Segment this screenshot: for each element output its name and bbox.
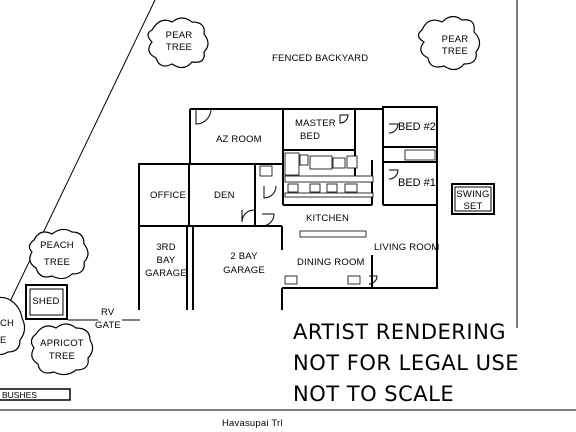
az-room-label: AZ ROOM <box>216 134 262 145</box>
door-swings <box>195 108 399 285</box>
peach-tree-partial-line1: CH <box>0 318 14 329</box>
peach-tree-line1: PEACH <box>40 240 74 251</box>
room-labels: AZ ROOM MASTER BED BED #2 BED #1 OFFICE … <box>145 118 439 279</box>
peach-tree-line2: TREE <box>44 257 70 268</box>
bay2-garage-line2: GARAGE <box>223 265 265 276</box>
peach-tree-partial-line2: E <box>0 335 7 346</box>
den-label: DEN <box>214 190 235 201</box>
living-room-label: LIVING ROOM <box>374 242 440 253</box>
fenced-backyard-label: FENCED BACKYARD <box>272 53 368 64</box>
bay3-garage-line3: GARAGE <box>145 268 187 279</box>
swing-set-line1: SWING <box>456 189 489 200</box>
bay2-garage-line1: 2 BAY <box>230 251 258 262</box>
dining-room-label: DINING ROOM <box>297 257 365 268</box>
disclaimer-line1: ARTIST RENDERING <box>293 320 506 344</box>
bushes-label: BUSHES <box>2 390 37 400</box>
peach-tree-partial: CH E <box>0 296 26 356</box>
fixtures <box>259 149 436 285</box>
disclaimer-line3: NOT TO SCALE <box>293 382 454 406</box>
master-bed-line1: MASTER <box>295 118 336 129</box>
shed: SHED <box>25 284 68 320</box>
bed2-label: BED #2 <box>398 121 436 133</box>
kitchen-label: KITCHEN <box>306 213 349 224</box>
master-bed-line2: BED <box>300 131 320 142</box>
apricot-tree-line1: APRICOT <box>40 338 84 349</box>
swing-set: SWING SET <box>451 183 495 215</box>
apricot-tree: APRICOT TREE <box>30 323 94 376</box>
house-walls <box>138 106 438 310</box>
apricot-tree-line2: TREE <box>49 351 75 362</box>
street-label: Havasupai Trl <box>222 418 283 429</box>
bay3-garage-line2: BAY <box>157 255 176 266</box>
pear-tree-right-line2: TREE <box>442 46 468 57</box>
pear-tree-right: PEAR TREE <box>417 15 481 71</box>
rv-gate-line2: GATE <box>95 320 121 331</box>
office-label: OFFICE <box>150 190 186 201</box>
disclaimer-line2: NOT FOR LEGAL USE <box>293 351 519 375</box>
rv-gate-line1: RV <box>101 307 115 318</box>
peach-tree: PEACH TREE <box>28 228 89 280</box>
swing-set-line2: SET <box>463 201 482 212</box>
pear-tree-left-line2: TREE <box>166 42 192 53</box>
shed-label: SHED <box>32 296 59 307</box>
bed1-label: BED #1 <box>398 177 436 189</box>
bushes: BUSHES <box>0 388 71 401</box>
pear-tree-left-line1: PEAR <box>166 30 193 41</box>
pear-tree-right-line1: PEAR <box>442 34 469 45</box>
disclaimer: ARTIST RENDERING NOT FOR LEGAL USE NOT T… <box>293 320 519 406</box>
bay3-garage-line1: 3RD <box>156 242 176 253</box>
pear-tree-left: PEAR TREE <box>147 17 209 69</box>
